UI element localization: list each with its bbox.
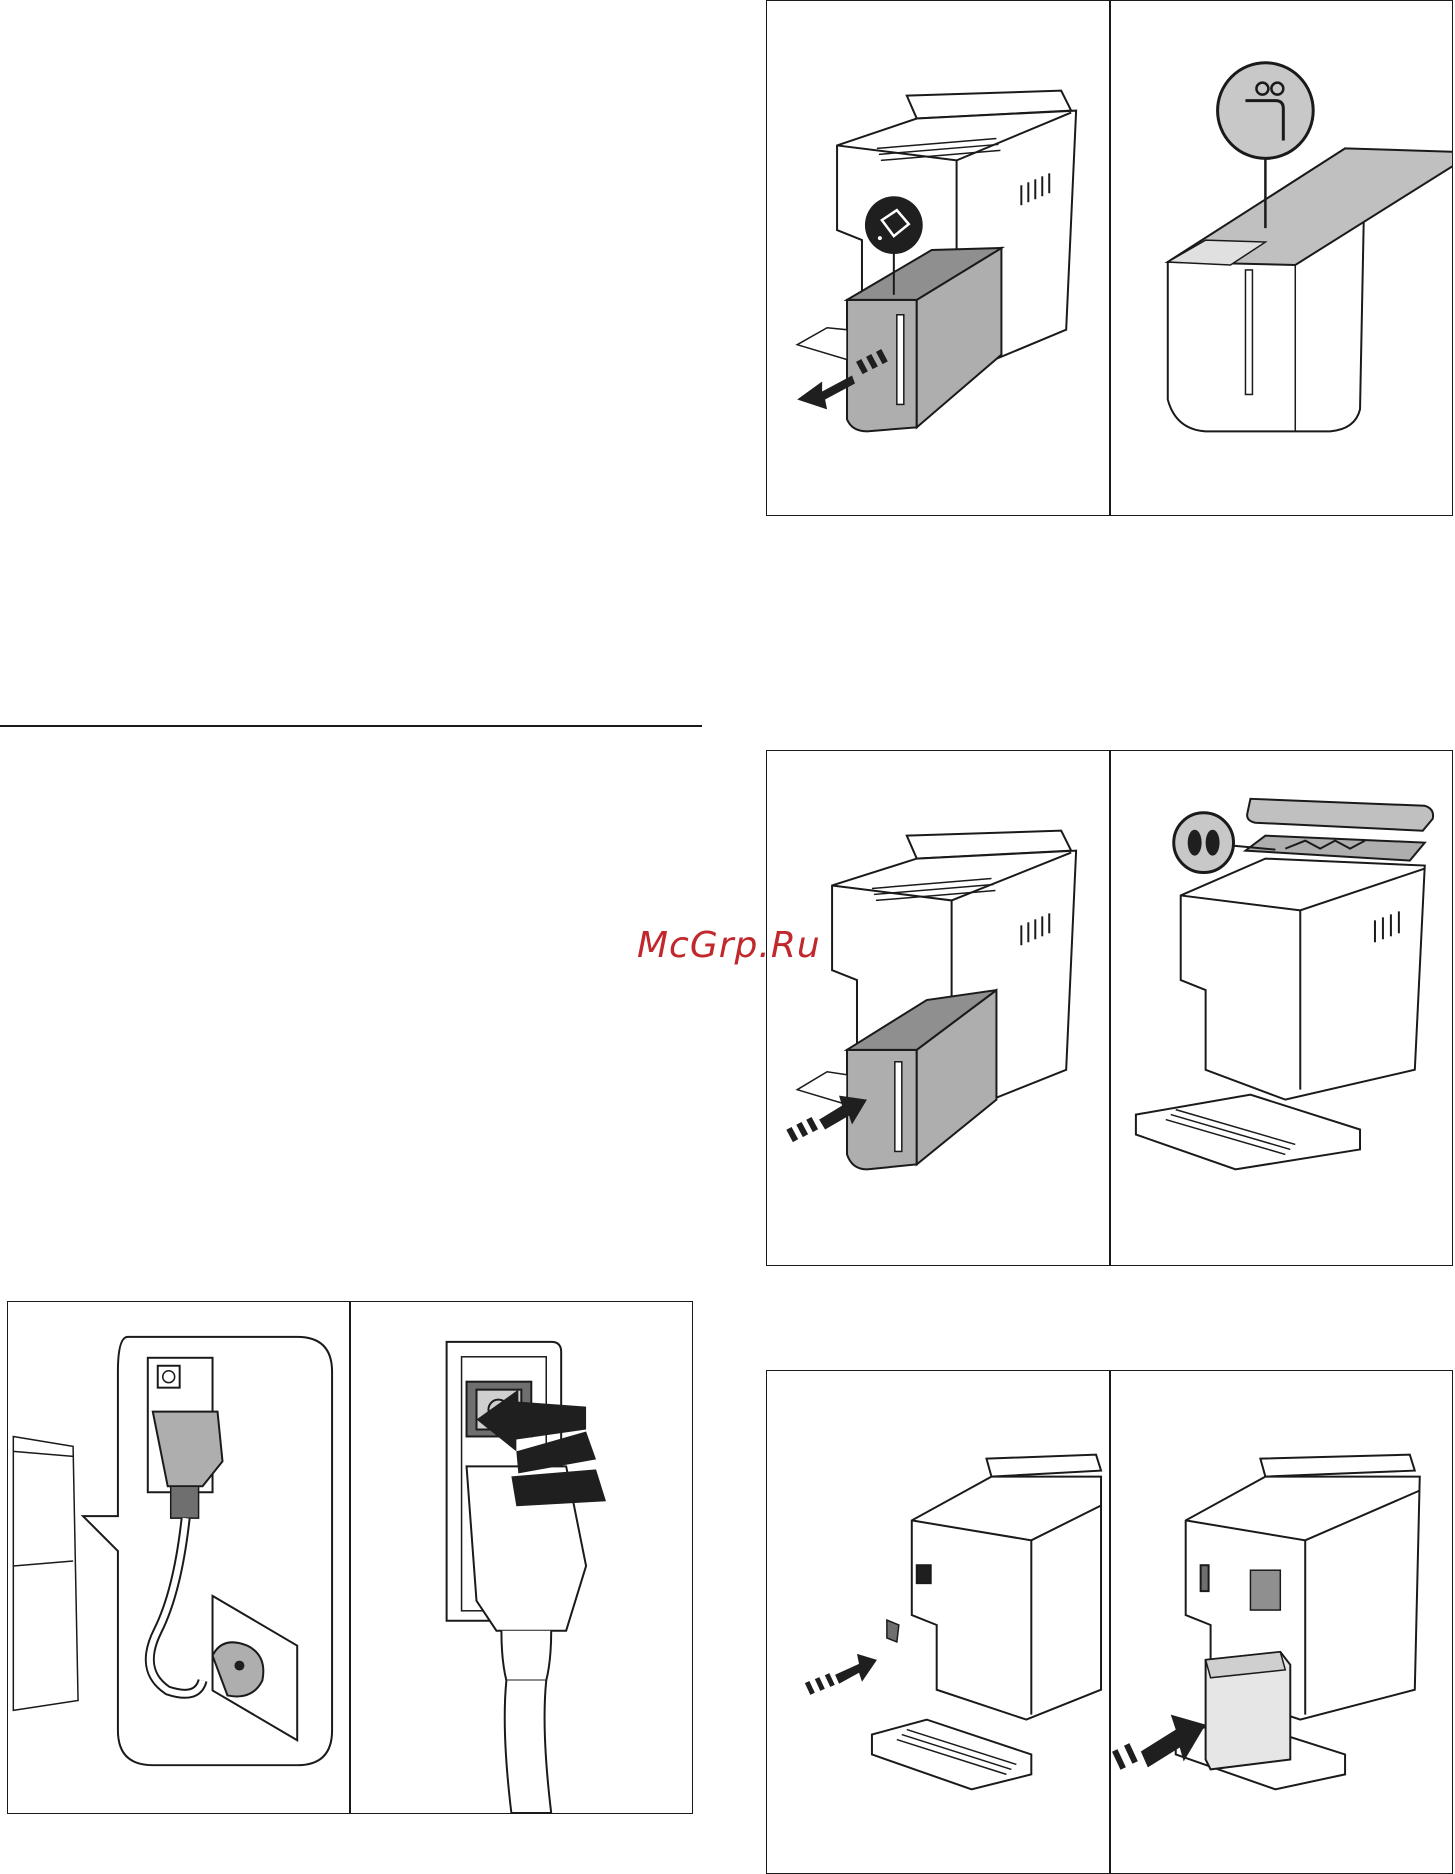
illustration-panel-insert-tank-beans [766,750,1453,1266]
coffee-machine-icon [1136,859,1425,1170]
bean-container-icon [1245,836,1424,861]
insert-arrow-icon [805,1654,877,1695]
section-divider [0,725,702,727]
plug-icon [467,1466,587,1813]
panel-a-b-drawing [767,1,1452,515]
drip-tray-icon [797,328,847,360]
illustration-panel-spout-container [766,1370,1453,1874]
lid-icon [1247,799,1433,831]
coffee-machine-icon [13,1436,78,1710]
water-tank-icon [1168,148,1452,431]
illustration-panel-power-connection [7,1301,693,1814]
panel-g-h-drawing [767,1371,1452,1873]
coffee-machine-icon [872,1455,1101,1790]
watermark-text: McGrp.Ru [637,925,821,966]
hot-water-spout-icon [887,1620,899,1642]
insert-arrow-icon [1112,1715,1206,1770]
panel-c-d-drawing [767,751,1452,1265]
illustration-panel-fill-water [766,0,1453,516]
panel-e-f-drawing [8,1302,692,1813]
drip-tray-icon [797,1072,847,1105]
